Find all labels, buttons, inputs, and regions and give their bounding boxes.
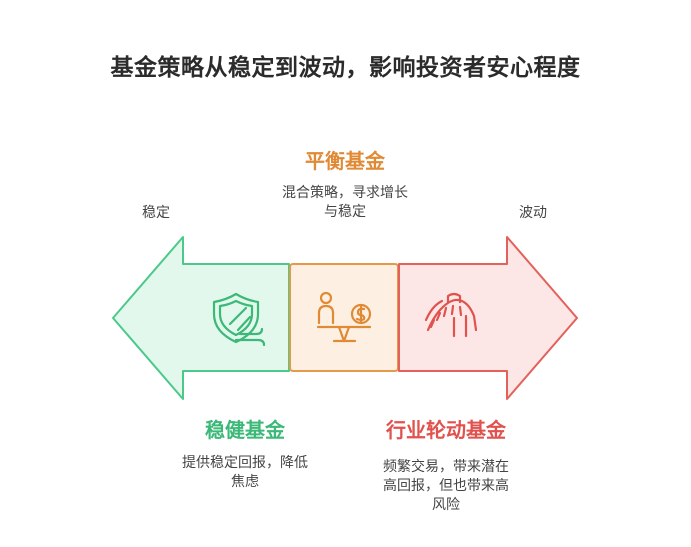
green-arrow-segment bbox=[112, 236, 290, 400]
description-line: 高回报，但也带来高 bbox=[383, 478, 509, 494]
description-line: 混合策略，寻求增长 bbox=[282, 185, 408, 201]
person-scale-dollar-icon bbox=[316, 291, 372, 343]
description-line: 风险 bbox=[432, 497, 460, 513]
volatile-label: 波动 bbox=[519, 205, 547, 221]
description-line: 与稳定 bbox=[324, 204, 366, 220]
stable-fund-description: 提供稳定回报，降低 焦虑 bbox=[145, 454, 345, 492]
roller-coaster-icon bbox=[424, 292, 478, 338]
diagram-title: 基金策略从稳定到波动，影响投资者安心程度 bbox=[110, 55, 581, 81]
stable-label: 稳定 bbox=[142, 205, 170, 221]
orange-box-segment bbox=[289, 263, 399, 372]
balanced-fund-heading: 平衡基金 bbox=[305, 149, 385, 173]
sector-rotation-fund-description: 频繁交易，带来潜在 高回报，但也带来高 风险 bbox=[346, 458, 546, 515]
description-line: 提供稳定回报，降低 bbox=[182, 455, 308, 471]
stable-fund-heading: 稳健基金 bbox=[205, 418, 285, 442]
sector-rotation-fund-heading: 行业轮动基金 bbox=[386, 418, 506, 442]
description-line: 频繁交易，带来潜在 bbox=[383, 459, 509, 475]
red-arrow-segment bbox=[398, 236, 578, 400]
description-line: 焦虑 bbox=[231, 474, 259, 490]
shield-wind-icon bbox=[212, 292, 266, 347]
balanced-fund-description: 混合策略，寻求增长 与稳定 bbox=[245, 184, 445, 222]
